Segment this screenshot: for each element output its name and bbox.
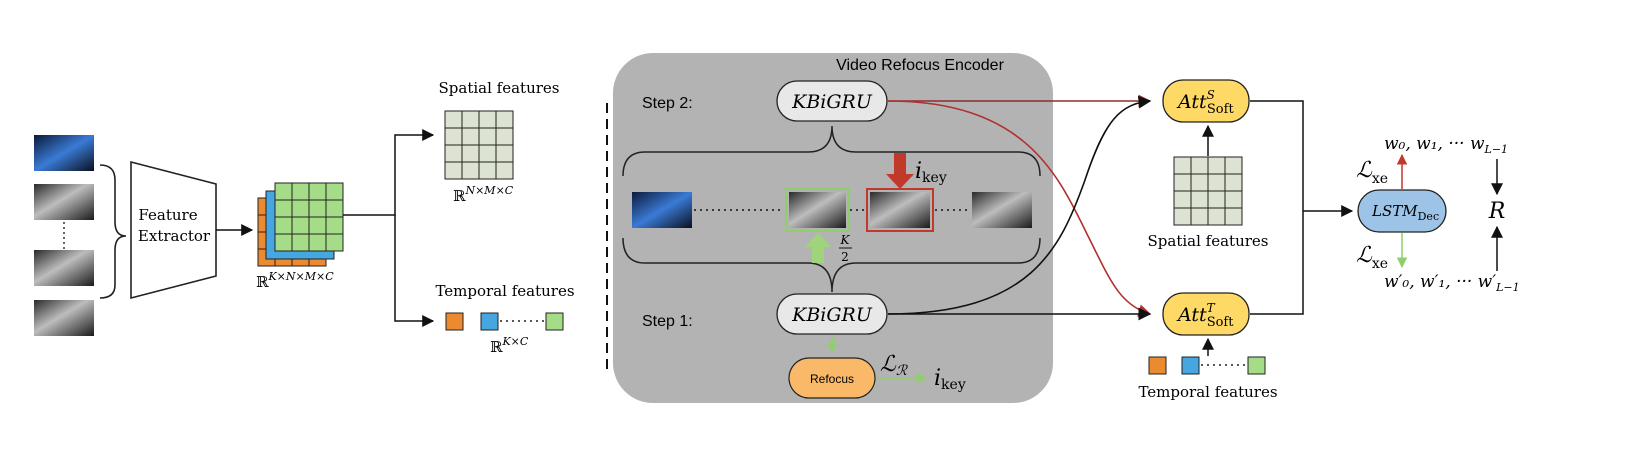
i-key-bottom: ikey — [934, 366, 966, 393]
cube-split-line-lower — [394, 215, 435, 327]
words-top: w₀, w₁, ··· wL−1 — [1384, 134, 1508, 156]
kbigru-step1-node — [776, 293, 888, 335]
svg-text:K: K — [840, 233, 851, 247]
words-bottom: w′₀, w′₁, ··· w′L−1 — [1384, 272, 1520, 294]
temporal-features-label-right: Temporal features — [1138, 383, 1277, 401]
encoder-frame-middle — [785, 188, 850, 232]
step1-label: Step 1: — [642, 313, 693, 330]
encoder-frame-last — [972, 192, 1032, 228]
extractor-line1: Feature — [138, 206, 197, 224]
refocus-label: Refocus — [810, 372, 854, 386]
att-merge-line — [1250, 100, 1304, 315]
step2-label: Step 2: — [642, 95, 693, 112]
refocus-node — [788, 357, 876, 399]
feature-map-front — [274, 182, 344, 252]
cube-split-line — [343, 129, 435, 216]
att-temporal-node — [1162, 292, 1250, 336]
spatial-features-label-left: Spatial features — [439, 79, 560, 97]
extractor-line2: Extractor — [138, 227, 211, 245]
encoder-frame-1 — [632, 192, 692, 228]
temporal-vectors-left — [445, 312, 564, 331]
step1-to-att-s — [887, 95, 1152, 315]
frames-brace-bottom — [622, 237, 1041, 293]
middle-frame-arrow — [805, 233, 831, 263]
step2-to-att-t — [887, 100, 1152, 317]
temporal-vectors-right — [1148, 356, 1266, 375]
k-over-2: K 2 — [839, 233, 852, 264]
reward-label: R — [1488, 199, 1506, 224]
spatial-features-label-right: Spatial features — [1148, 232, 1269, 250]
feature-map-stack — [257, 182, 344, 267]
frame-4 — [34, 300, 94, 336]
frame-3 — [34, 250, 94, 286]
spatial-grid-left — [444, 110, 514, 180]
feature-extractor: Feature Extractor — [130, 160, 217, 300]
kbigru-step2-label: KBiGRU — [791, 91, 873, 113]
input-frames — [34, 135, 94, 336]
frame-1 — [34, 135, 94, 171]
att-spatial-node — [1162, 79, 1250, 123]
temporal-features-label-left: Temporal features — [435, 282, 574, 300]
xe-loss-bottom: ℒxe — [1356, 243, 1388, 272]
key-frame-arrow — [886, 153, 914, 189]
kbigru-step2-node — [776, 80, 888, 122]
frame-2 — [34, 184, 94, 220]
refocus-loss: ℒℛ — [880, 352, 908, 379]
kbigru-step1-label: KBiGRU — [791, 304, 873, 326]
encoder-title: Video Refocus Encoder — [836, 57, 1004, 74]
i-key-top: ikey — [915, 159, 947, 186]
frames-brace-top — [622, 125, 1041, 177]
svg-text:2: 2 — [841, 250, 849, 264]
xe-loss-top: ℒxe — [1356, 158, 1388, 187]
lstm-dec-label: LSTMDec — [1371, 202, 1439, 223]
spatial-dim-label: ℝN×M×C — [453, 184, 514, 205]
temporal-dim-label: ℝK×C — [490, 335, 529, 356]
frames-brace — [99, 164, 127, 299]
lstm-dec-node — [1357, 189, 1447, 233]
cube-dim-label: ℝK×N×M×C — [256, 270, 334, 291]
encoder-frames — [632, 188, 1032, 232]
spatial-grid-right — [1173, 156, 1243, 226]
